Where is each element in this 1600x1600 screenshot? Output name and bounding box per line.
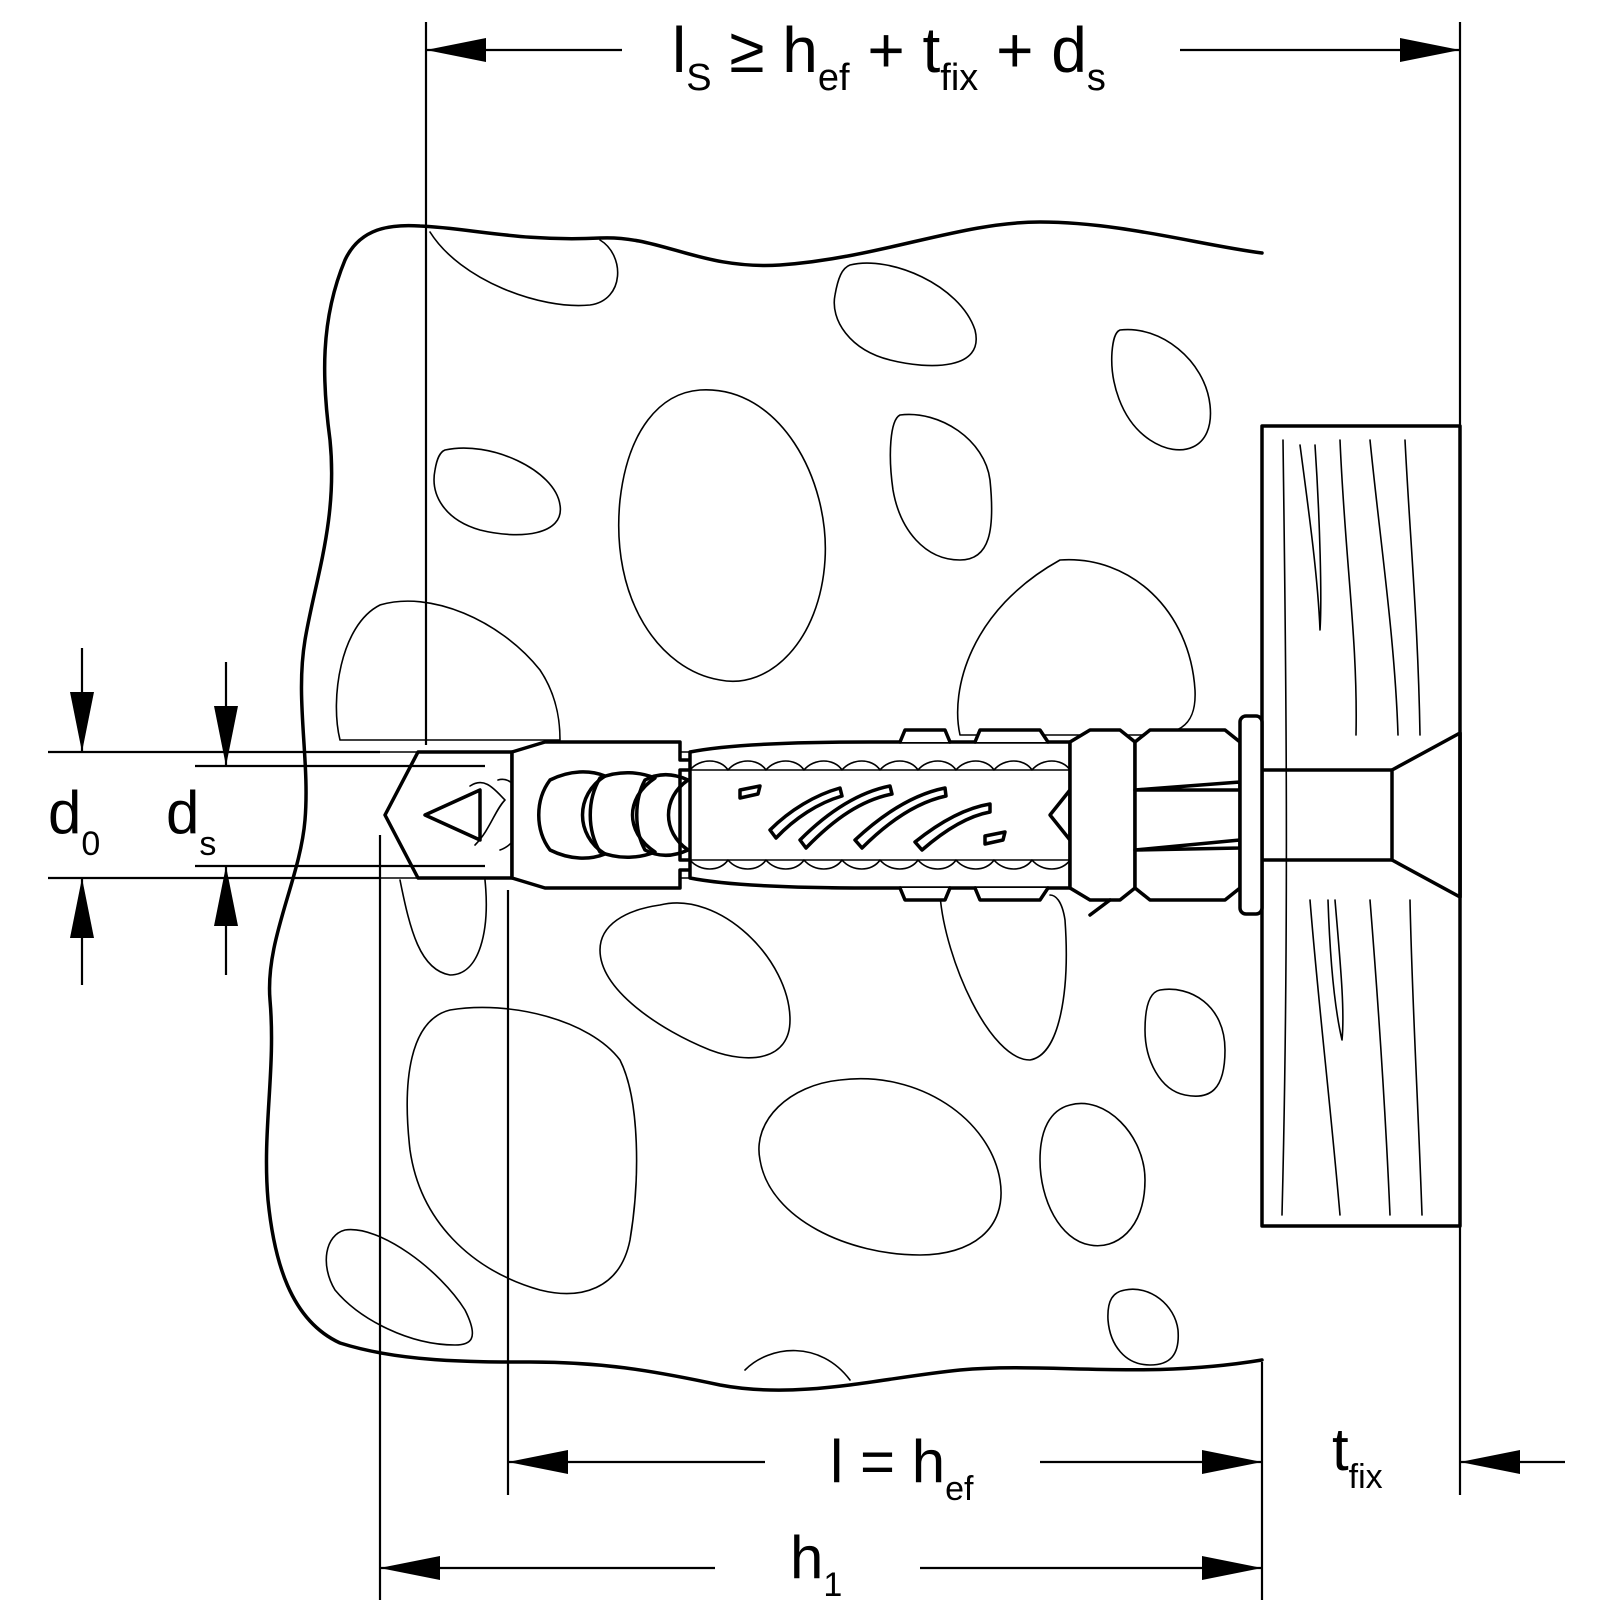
arrowhead [70,878,94,938]
dimension-ls [426,38,1460,62]
wood-grain [1409,899,1423,1216]
pore [889,413,993,561]
plug-collar-tab [1088,898,1112,917]
plug-ribs [738,784,1007,852]
pores [325,231,1226,1381]
plug-outer-ribs [898,728,1050,902]
arrowhead [1202,1556,1262,1580]
dimension-ds [195,662,485,975]
plug-flange [1238,714,1264,916]
pore [429,231,619,307]
pore [833,262,977,367]
arrowhead [70,692,94,752]
pore [399,879,488,976]
plug-expansion-body [510,740,722,890]
pore [406,1006,638,1295]
pore [599,902,791,1059]
label-d0: d0 [48,779,100,863]
pore [1110,328,1212,451]
pore [956,558,1196,736]
dimension-tfix [1460,1450,1565,1474]
label-ls-formula: lS ≥ hef + tfix + ds [672,14,1106,99]
label-tfix: tfix [1332,1416,1383,1496]
label-l-hef: l = hef [830,1428,974,1508]
wood-grain [1339,439,1357,736]
plug-nose [383,750,514,880]
label-h1: h1 [790,1524,842,1600]
arrowhead [380,1556,440,1580]
pore [1144,988,1226,1097]
arrowhead [1460,1450,1520,1474]
wood-grain [1404,439,1421,736]
pore [335,600,561,741]
dimension-h1 [380,1556,1262,1580]
pore [325,1228,474,1346]
arrowhead [214,866,238,926]
dimension-l-hef [508,1450,1262,1474]
plug-top-beads [689,760,1071,771]
dimension-d0 [48,648,380,985]
pore [433,447,561,536]
arrowhead [214,706,238,766]
plug-threaded-sleeve [688,740,1072,890]
arrowhead [1202,1450,1262,1474]
screw-thread [469,781,506,846]
wood-grain [1327,899,1344,1041]
label-ds: ds [166,779,216,863]
arrowhead [426,38,486,62]
wood-grain [1299,444,1322,631]
screw-tip [423,788,482,842]
plug-barb [635,773,690,857]
pore [618,389,827,683]
plug-collar-right [1133,728,1242,902]
wood-grain [1369,439,1399,736]
pore [1107,1288,1179,1366]
pore [939,894,1068,1061]
arrowhead [1400,38,1460,62]
pore [744,1349,851,1381]
pore [1039,1102,1146,1247]
pore [758,1078,1002,1256]
wood-grain [1309,899,1341,1216]
plug-bottom-beads [689,859,1071,870]
wood-grain [1369,899,1391,1216]
plug-collar-left [1068,728,1137,902]
base-material-outline [264,220,1264,1392]
arrowhead [508,1450,568,1474]
plug-barb [588,771,657,859]
plug-sleeve [383,714,1264,917]
